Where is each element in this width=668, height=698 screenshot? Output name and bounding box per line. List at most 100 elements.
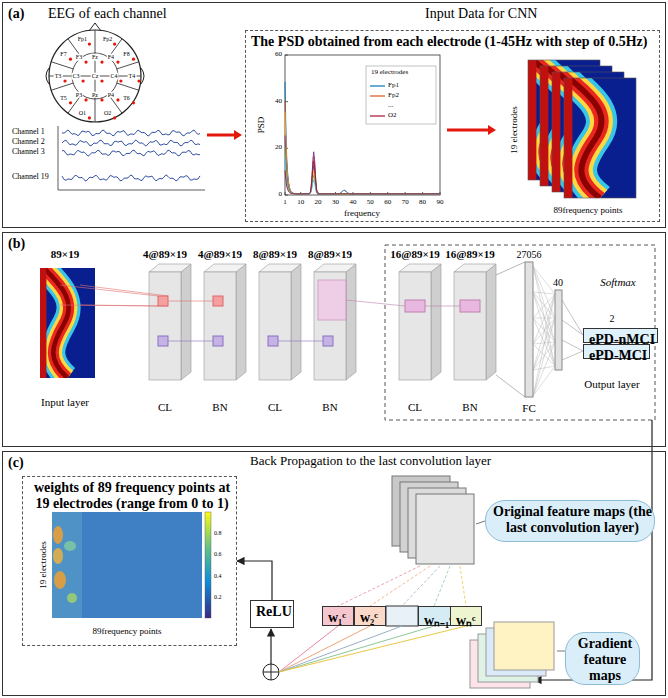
node-text: 4@89×19 xyxy=(133,248,197,260)
node-text: BN xyxy=(188,401,252,413)
kernel-region xyxy=(318,280,346,320)
layer-front xyxy=(149,272,181,380)
legend-sample xyxy=(370,115,385,116)
dashed-box: weights of 89 frequency points at 19 ele… xyxy=(22,476,237,646)
connector xyxy=(237,561,272,600)
weight-line xyxy=(279,626,402,672)
heatmap-outline xyxy=(564,78,636,198)
label: 2 xyxy=(610,313,615,324)
legend-text: O2 xyxy=(388,112,397,120)
eeg-trace xyxy=(62,130,200,136)
weight-spot xyxy=(64,541,76,551)
layer-block: 4@89×19CL xyxy=(133,248,197,413)
layer-block: 8@89×19CL xyxy=(243,248,307,413)
layer-top xyxy=(149,264,191,272)
label: Softmax xyxy=(600,276,635,288)
node-text: CL xyxy=(383,401,447,413)
layer-side xyxy=(431,264,441,380)
electrode-dot xyxy=(63,79,66,82)
label: Channel 1 xyxy=(12,128,45,137)
node-text: 4@89×19 xyxy=(188,248,252,260)
node-text: 16@89×19 xyxy=(438,248,502,260)
electrode-dot xyxy=(132,58,135,61)
heatmap-layer xyxy=(564,78,636,198)
node-text: (b) xyxy=(8,236,25,252)
label: Cz xyxy=(91,73,100,80)
legend-text: Fp2 xyxy=(388,92,399,100)
label: 80 xyxy=(419,199,426,207)
red-arrowhead xyxy=(234,130,242,140)
weight-spot xyxy=(53,548,63,564)
callout-bubble: Gradient feature maps xyxy=(565,632,640,685)
nose xyxy=(89,23,101,31)
fc-line xyxy=(533,292,555,342)
layer-block: 4@89×19BN xyxy=(188,248,252,413)
label: O1 xyxy=(78,110,87,117)
label: 10 xyxy=(297,199,304,207)
process-box: ePD-MCI xyxy=(583,344,650,359)
layer-block: 16@89×19BN xyxy=(438,248,502,413)
node-text: 8@89×19 xyxy=(298,248,362,260)
label: 40 xyxy=(553,277,563,288)
label: T6 xyxy=(122,95,131,102)
label: Fz xyxy=(91,54,99,61)
head-outline xyxy=(49,30,141,122)
label: C4 xyxy=(109,73,118,80)
legend-sample xyxy=(370,85,385,86)
weight-line xyxy=(279,626,466,672)
fc-line xyxy=(533,342,555,396)
label: 70 xyxy=(402,199,409,207)
leader-line xyxy=(476,521,485,524)
node-text: (c) xyxy=(8,455,24,471)
kernel-cube xyxy=(323,336,333,346)
label: 90 xyxy=(437,199,444,207)
layer-top xyxy=(399,264,441,272)
fc-line xyxy=(533,342,555,370)
map-line xyxy=(460,566,466,606)
map-line xyxy=(434,566,450,606)
layer-front xyxy=(399,272,431,380)
node-text: w₂ᶜ xyxy=(360,610,378,626)
dashed-box: The PSD obtained from each electrode (1-… xyxy=(245,30,660,222)
label: F3 xyxy=(75,54,83,61)
label: O2 xyxy=(103,110,112,117)
label: 1 xyxy=(283,199,287,207)
label: Pz xyxy=(91,92,99,99)
layer-side xyxy=(291,264,301,380)
leader-line xyxy=(557,651,565,652)
electrode-dot xyxy=(116,61,119,64)
node-text: wₙ₋₁ᶜ xyxy=(424,610,453,629)
kernel-cube xyxy=(213,296,223,306)
label: Back Propagation to the last convolution… xyxy=(250,454,491,468)
node-text: The PSD obtained from each electrode (1-… xyxy=(251,34,647,50)
layer-side xyxy=(486,264,496,380)
electrode-dot xyxy=(137,79,140,82)
legend-box xyxy=(366,66,436,124)
kernel-line xyxy=(425,306,460,307)
weight-cell xyxy=(386,606,418,626)
process-box: wₙᶜ xyxy=(450,606,482,626)
kernel-cube xyxy=(268,336,278,346)
fc-line xyxy=(533,318,555,396)
head-line xyxy=(117,62,139,69)
electrode-dot xyxy=(113,116,116,119)
label: 60 xyxy=(384,199,391,207)
label: 20 xyxy=(315,199,322,207)
label: 30 xyxy=(332,199,339,207)
node-text: w₁ᶜ xyxy=(328,610,346,626)
layer-top xyxy=(204,264,246,272)
electrode-dot xyxy=(116,98,119,101)
trace-frame xyxy=(58,126,205,190)
electrode-dot xyxy=(88,42,91,45)
sum-to-relu xyxy=(270,629,271,664)
kernel-line xyxy=(278,341,323,342)
label: F7 xyxy=(59,51,67,58)
psd-curve xyxy=(285,112,440,194)
node-text: ReLU xyxy=(256,604,292,620)
label: 40 xyxy=(275,98,282,106)
weight-heatmap xyxy=(52,512,202,618)
dashed-region xyxy=(385,245,655,420)
sum-symbol xyxy=(263,664,279,680)
